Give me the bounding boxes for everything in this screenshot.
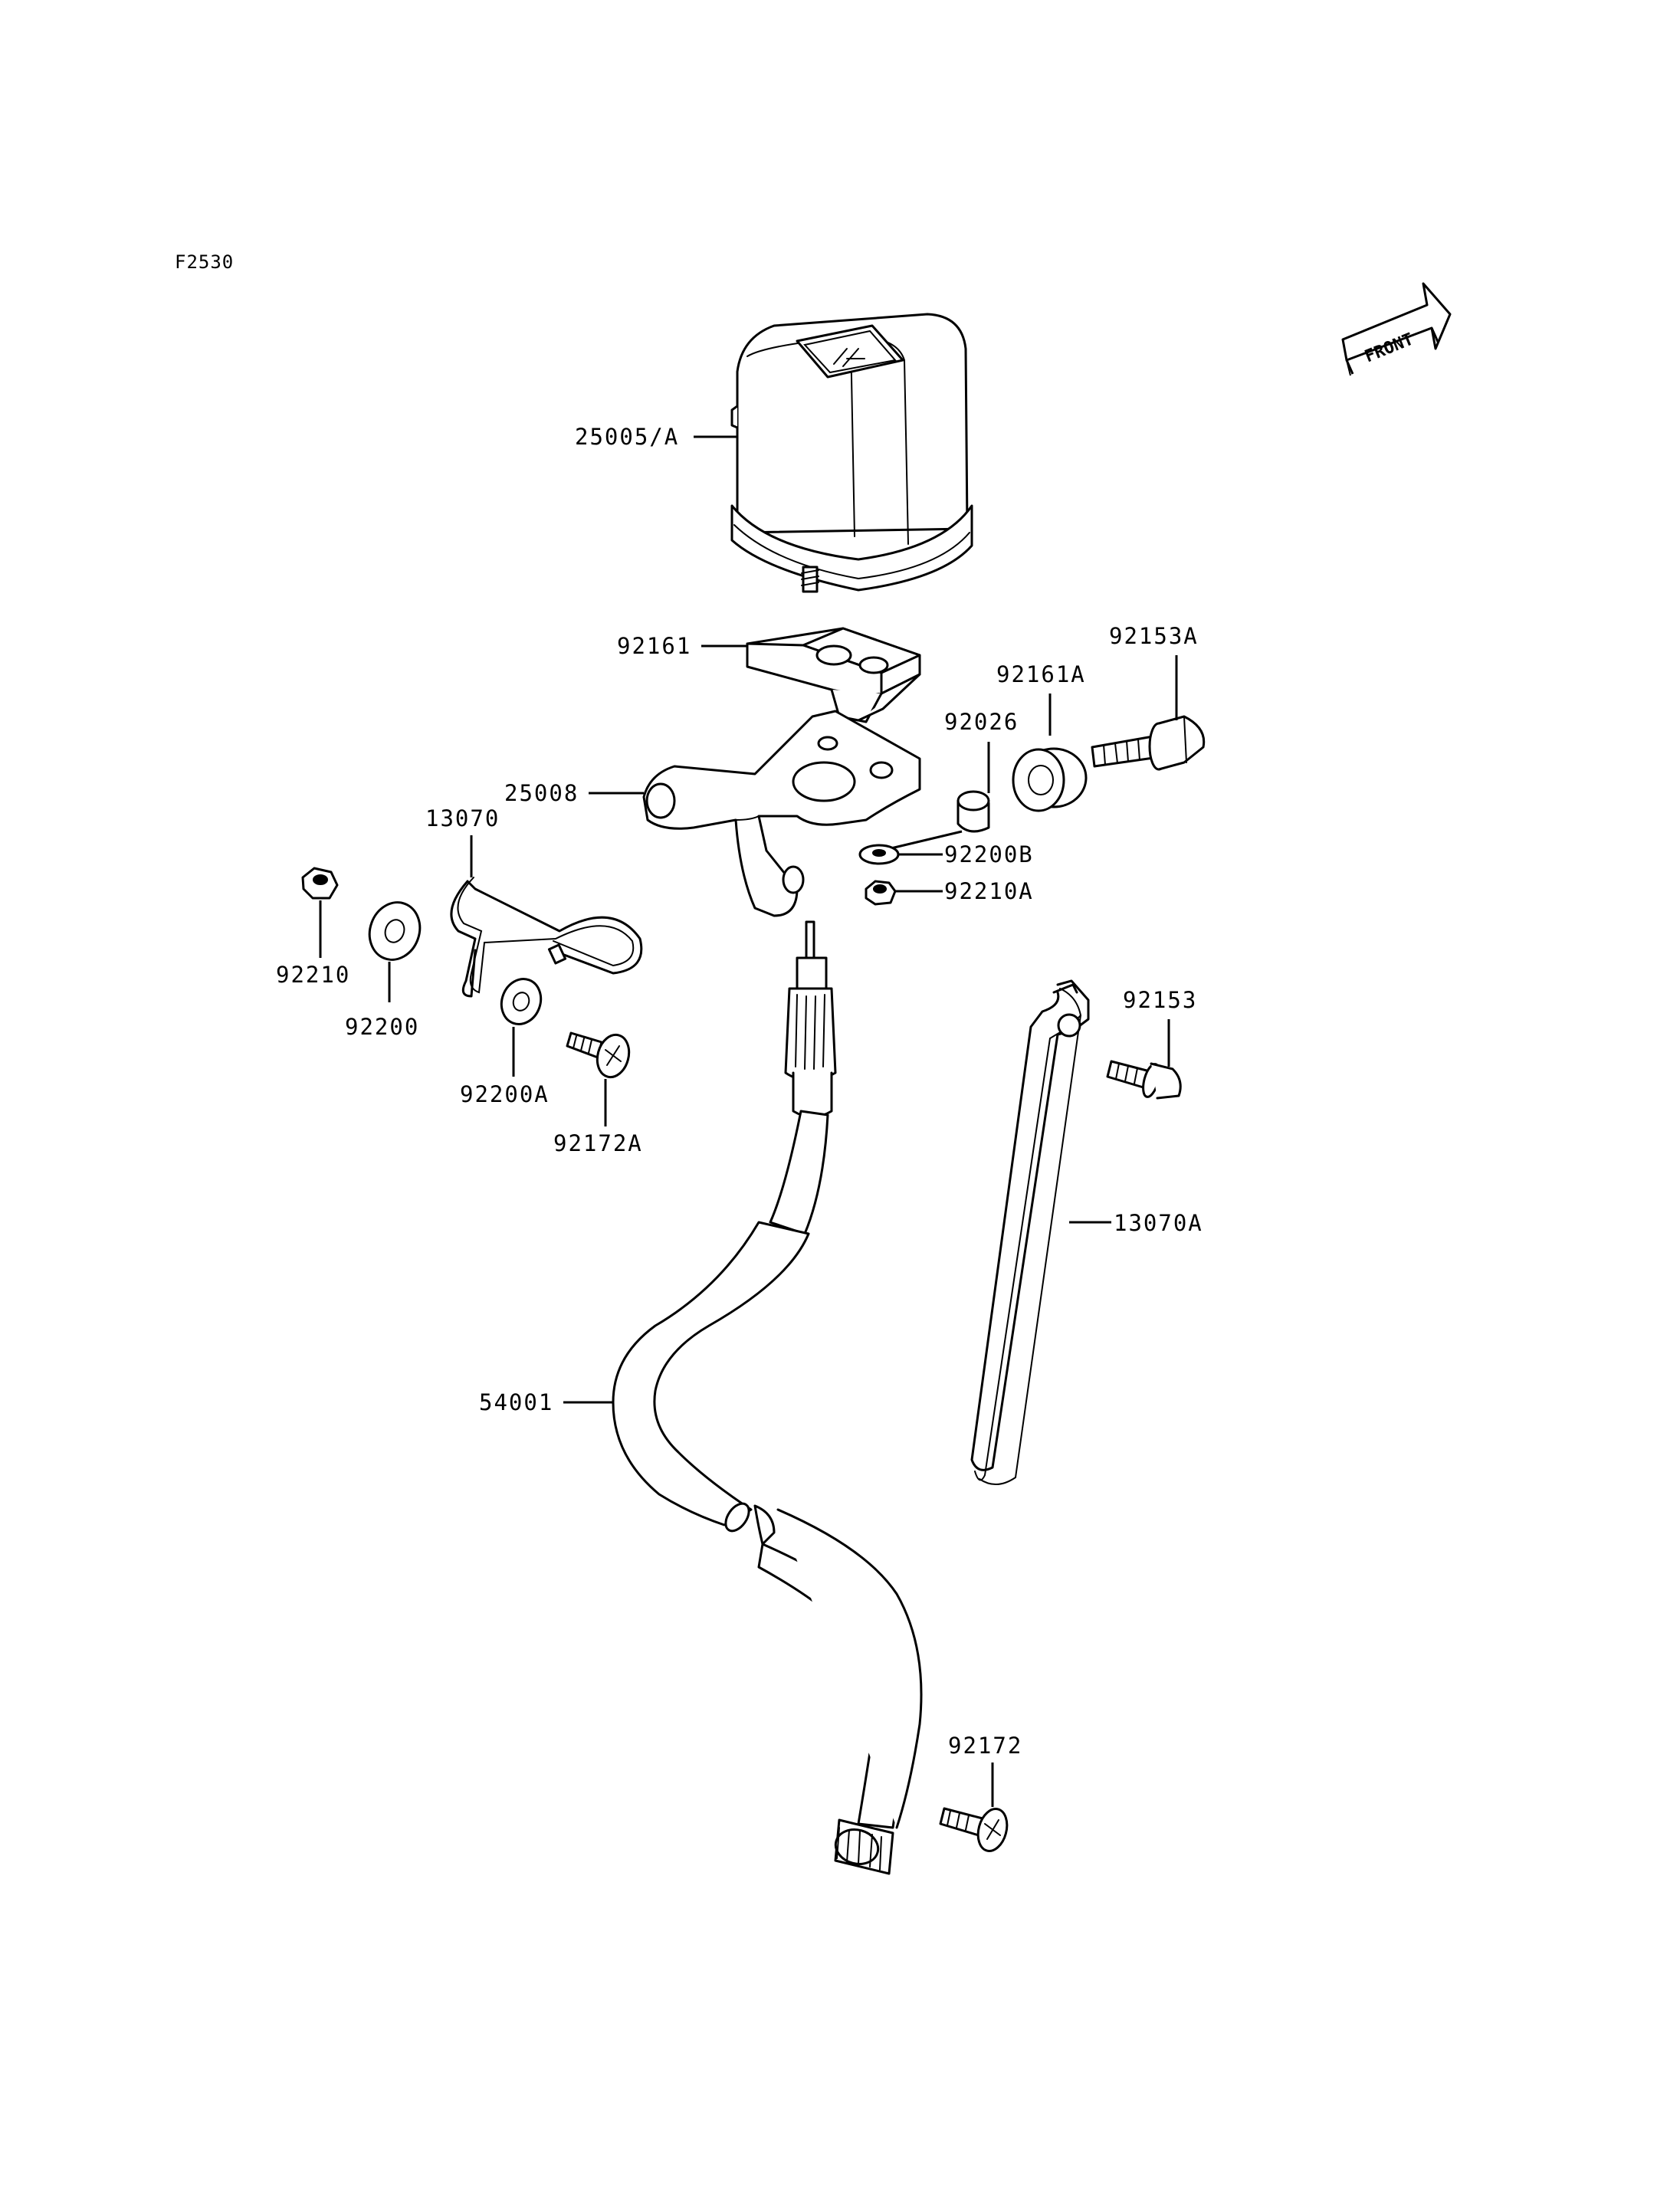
label-92200a: 92200A (460, 1081, 550, 1107)
label-92210a: 92210A (944, 878, 1034, 904)
screw-a-part (566, 1031, 631, 1079)
label-13070a: 13070A (1114, 1210, 1203, 1236)
flange-bolt-a-part (1091, 715, 1206, 771)
washer-b-part (858, 844, 900, 865)
washer-a-part (500, 978, 543, 1025)
label-54001: 54001 (479, 1389, 553, 1415)
washer-part (368, 901, 422, 961)
label-92153: 92153 (1123, 987, 1197, 1013)
collar-part (956, 790, 990, 833)
damper-block-part (746, 627, 921, 723)
flange-bolt-part (1106, 1060, 1182, 1100)
speedometer-meter-part (730, 313, 973, 593)
front-arrow-icon: FRONT (1341, 282, 1452, 376)
label-92210: 92210 (276, 962, 350, 988)
rubber-grommet-part (1012, 747, 1088, 812)
label-92161a: 92161A (996, 661, 1086, 687)
label-25005a: 25005/A (575, 424, 679, 450)
label-92153a: 92153A (1109, 623, 1199, 649)
screw-part (939, 1807, 1009, 1852)
nut-part (301, 867, 339, 900)
label-13070: 13070 (425, 805, 500, 831)
label-92200b: 92200B (944, 841, 1034, 867)
label-92172a: 92172A (553, 1130, 643, 1156)
speedometer-cable-part (612, 920, 923, 1875)
meter-bracket-part (642, 710, 921, 917)
nut-a-part (865, 880, 897, 906)
label-92026: 92026 (944, 709, 1019, 735)
label-92161: 92161 (617, 633, 691, 659)
diagram-code: F2530 (175, 251, 234, 273)
wire-clamp-part (450, 877, 643, 998)
label-92172: 92172 (948, 1733, 1022, 1759)
cable-guide-bar-part (970, 979, 1090, 1485)
label-25008: 25008 (504, 780, 579, 806)
label-92200: 92200 (345, 1014, 419, 1040)
